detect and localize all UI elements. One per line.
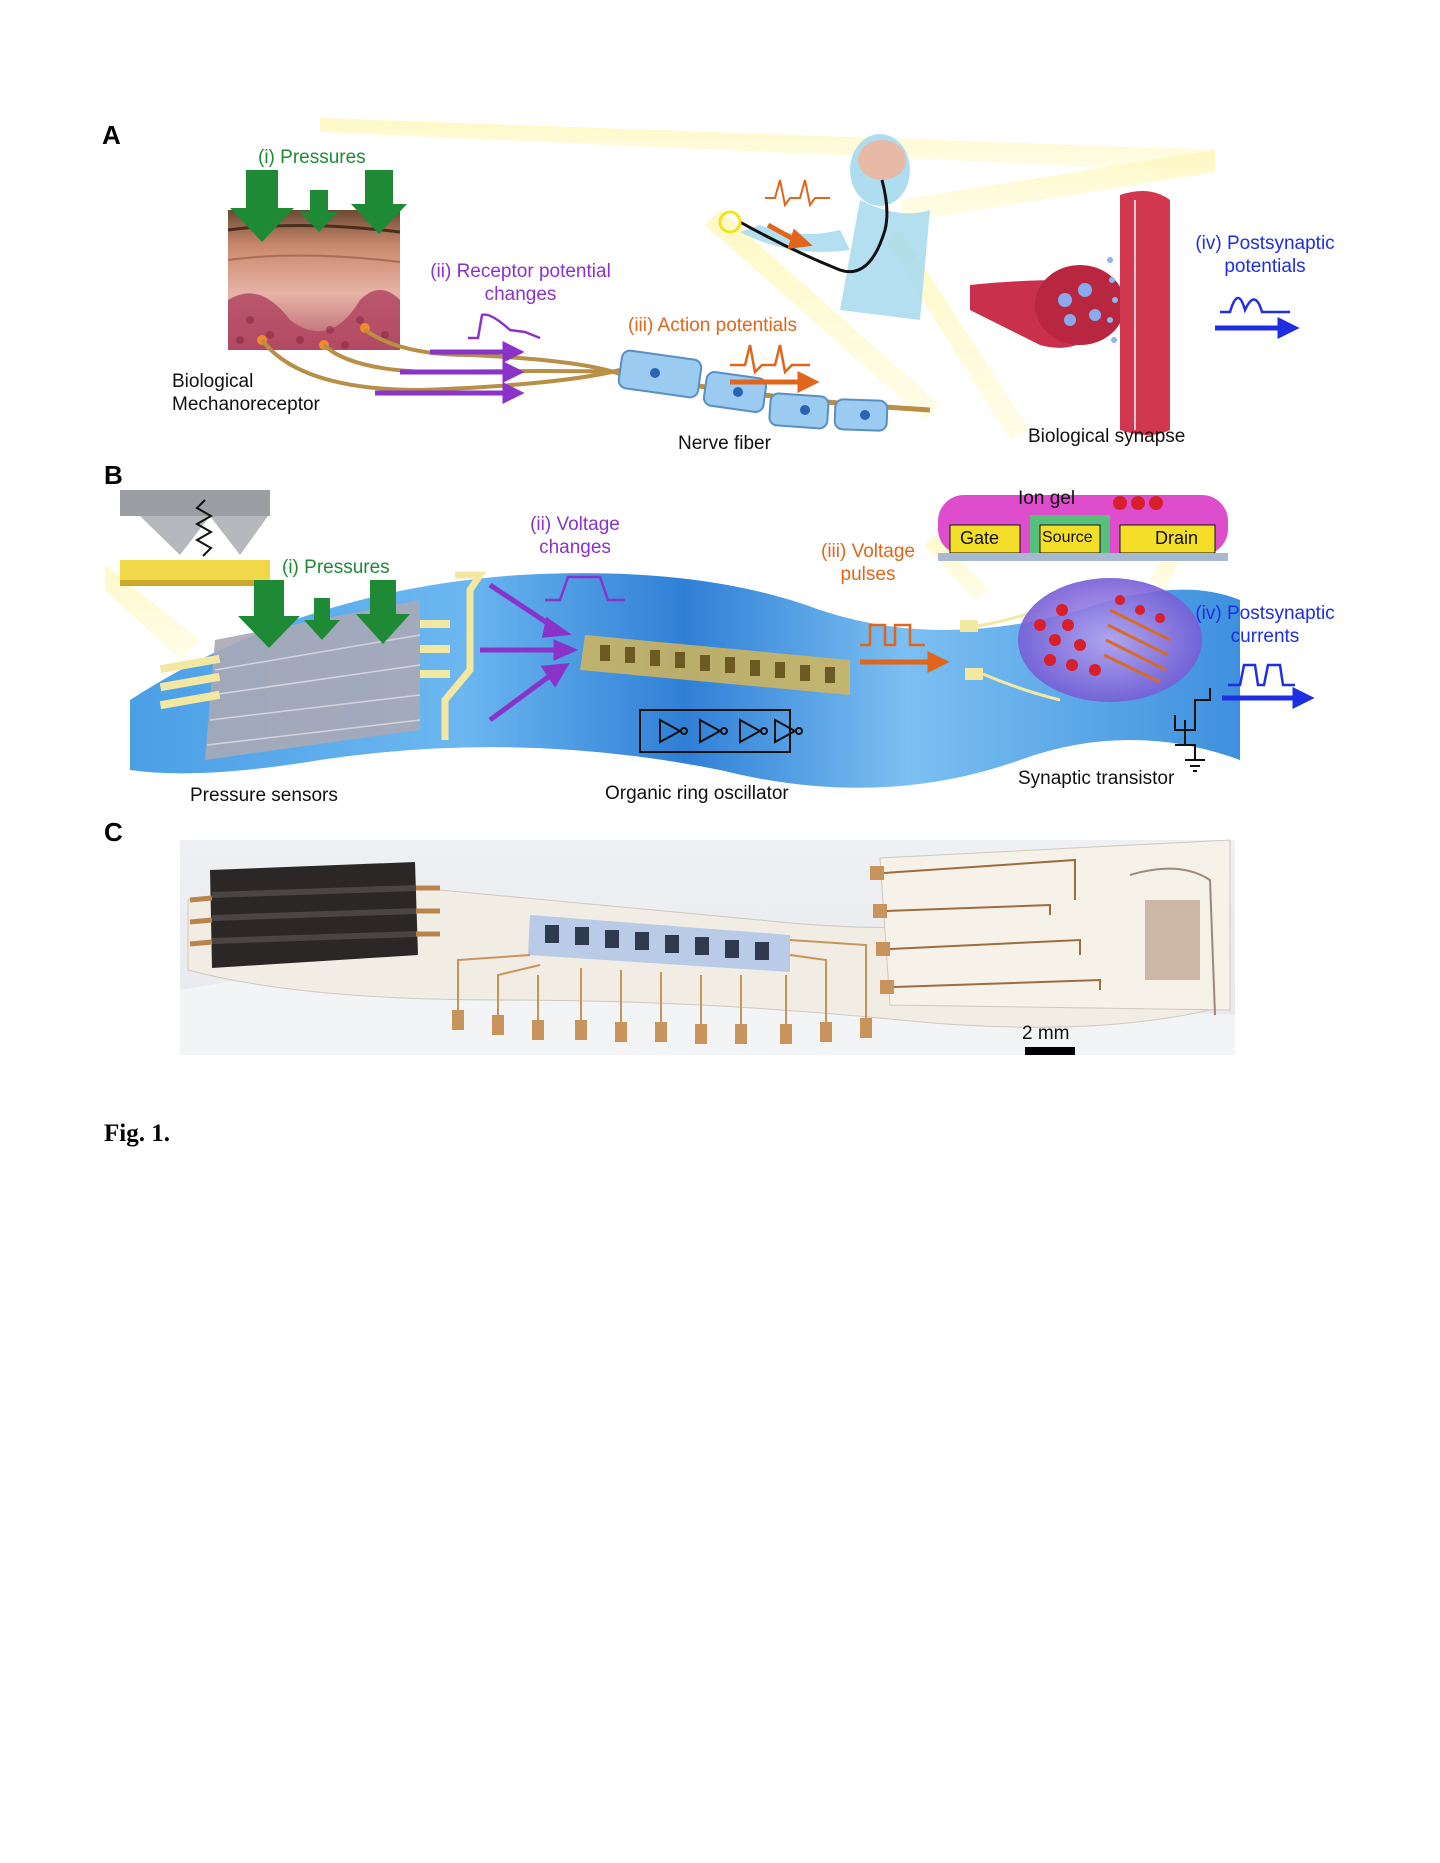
b-pressures-label: (i) Pressures xyxy=(282,557,390,578)
a-synapse-label: Biological synapse xyxy=(1028,426,1186,447)
a-receptor-label: (ii) Receptor potential changes xyxy=(418,260,623,306)
pulses-waveform xyxy=(860,623,925,647)
action-waveform-top xyxy=(765,179,830,208)
ion-gel-label: Ion gel xyxy=(1018,488,1076,509)
sensor-inset xyxy=(120,490,270,586)
voltage-waveform xyxy=(545,575,625,602)
b-pulses-line1: (iii) Voltage xyxy=(821,541,915,562)
postsyn-arrow-a xyxy=(1215,316,1300,340)
pressure-sensor-array xyxy=(159,571,487,760)
a-mechanoreceptor-label: Biological Mechanoreceptor xyxy=(172,370,320,416)
panel-letter-b: B xyxy=(104,460,123,490)
panel-letter-c: C xyxy=(104,817,123,847)
ring-oscillator-chip xyxy=(580,635,850,695)
drain-label: Drain xyxy=(1155,528,1199,548)
a-postsyn-line2: potentials xyxy=(1224,256,1306,277)
b-pulses-line2: pulses xyxy=(840,564,896,585)
panel-letter-a: A xyxy=(102,120,121,150)
a-action-label: (iii) Action potentials xyxy=(628,315,797,336)
inverter-schematic xyxy=(639,709,803,753)
a-postsyn-label: (iv) Postsynaptic potentials xyxy=(1185,232,1345,278)
b-oscillator-label: Organic ring oscillator xyxy=(605,783,789,804)
voltage-arrows xyxy=(480,582,579,723)
b-sensors-label: Pressure sensors xyxy=(190,785,338,806)
transistor-inset xyxy=(938,495,1228,561)
b-pulses-label: (iii) Voltage pulses xyxy=(808,540,928,586)
postsyn-arrow-b xyxy=(1222,686,1315,710)
gate-label: Gate xyxy=(960,528,1000,548)
a-mech-line1: Biological xyxy=(172,371,254,392)
receptor-waveform xyxy=(468,313,541,340)
pressure-arrows-a xyxy=(230,170,407,242)
scale-bar xyxy=(1025,1047,1075,1055)
a-postsyn-line1: (iv) Postsynaptic xyxy=(1195,233,1335,254)
human-figure xyxy=(718,134,930,320)
a-receptor-line1: (ii) Receptor potential xyxy=(430,261,611,282)
scale-bar-label: 2 mm xyxy=(1022,1023,1070,1044)
receptor-arrows xyxy=(375,340,525,405)
device-photograph xyxy=(180,839,1235,1055)
action-waveform-a xyxy=(730,344,810,375)
pulses-arrow xyxy=(860,650,950,674)
pressure-arrows-b xyxy=(238,580,410,648)
a-receptor-line2: changes xyxy=(484,284,557,305)
b-transistor-label: Synaptic transistor xyxy=(1018,768,1175,789)
a-mech-line2: Mechanoreceptor xyxy=(172,394,320,415)
b-voltage-label: (ii) Voltage changes xyxy=(510,513,640,559)
b-postsyn-line1: (iv) Postsynaptic xyxy=(1195,603,1335,624)
figure-caption: Fig. 1. xyxy=(104,1120,170,1147)
postsyn-waveform-b xyxy=(1228,663,1295,687)
a-nerve-label: Nerve fiber xyxy=(678,433,771,454)
postsyn-waveform-a xyxy=(1220,296,1290,314)
action-arrow xyxy=(730,370,820,394)
b-voltage-line1: (ii) Voltage xyxy=(530,514,620,535)
b-postsyn-label: (iv) Postsynaptic currents xyxy=(1185,602,1345,648)
transistor-schematic xyxy=(1174,688,1211,772)
b-postsyn-line2: currents xyxy=(1230,626,1300,647)
a-pressures-label: (i) Pressures xyxy=(258,147,366,168)
source-label: Source xyxy=(1042,529,1093,546)
synaptic-transistor-device xyxy=(960,578,1202,702)
biological-synapse xyxy=(970,191,1170,435)
b-voltage-line2: changes xyxy=(539,537,611,558)
